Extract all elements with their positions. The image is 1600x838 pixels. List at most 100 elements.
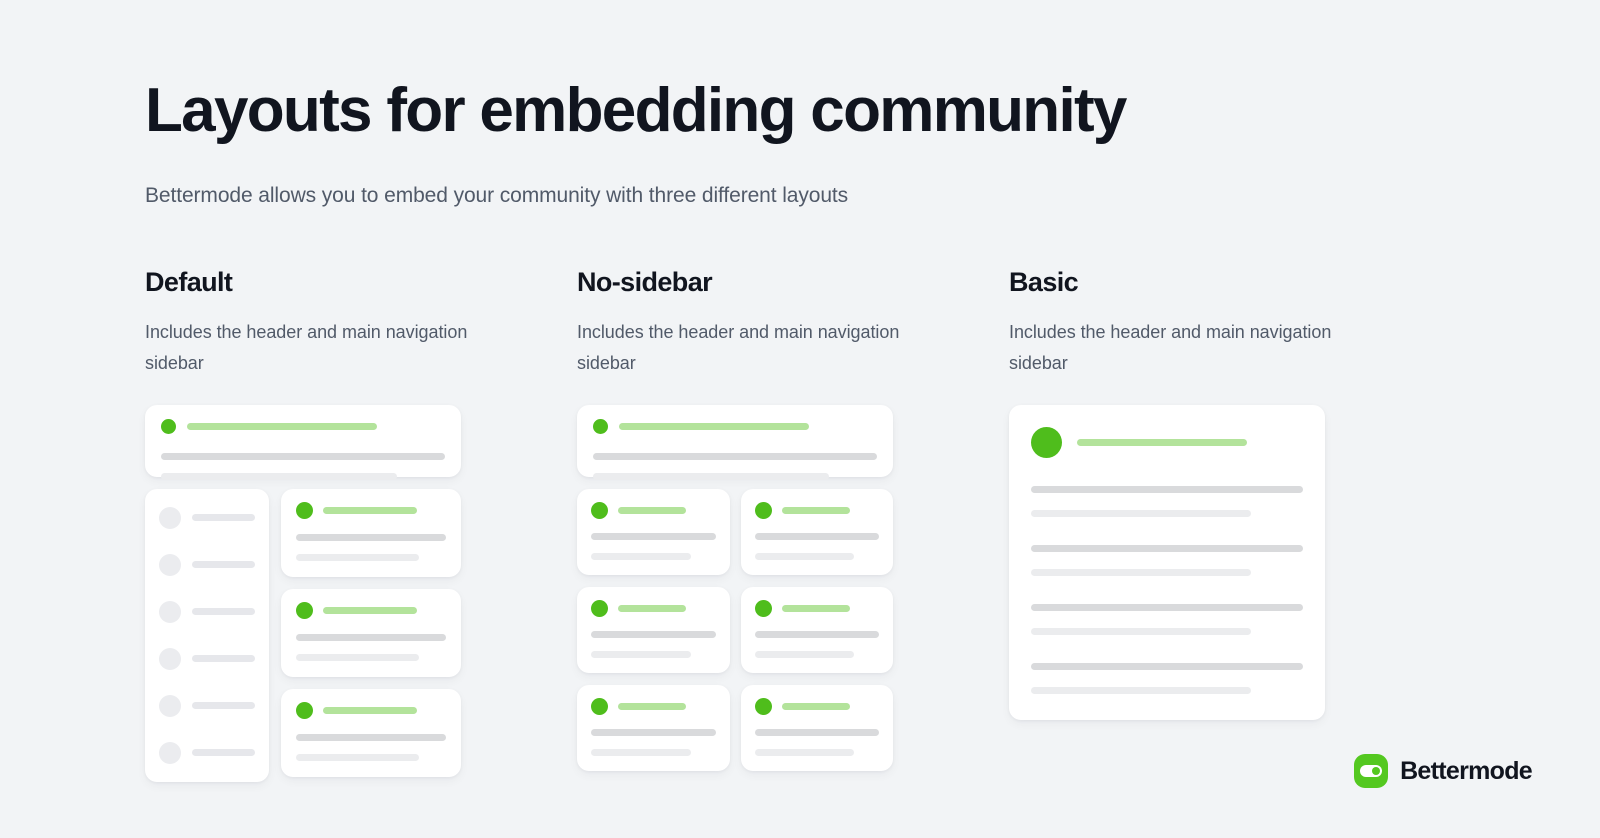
placeholder-line bbox=[1031, 627, 1252, 635]
post-title-bar bbox=[781, 702, 850, 710]
grid-post-card[interactable] bbox=[577, 586, 730, 673]
post-header bbox=[591, 501, 716, 519]
post-body-lines bbox=[296, 533, 446, 561]
placeholder-line bbox=[754, 552, 855, 560]
sidebar-nav-item[interactable] bbox=[159, 553, 255, 577]
avatar-dot-icon bbox=[593, 418, 608, 434]
feed-post-card[interactable] bbox=[281, 488, 461, 577]
placeholder-line bbox=[1031, 603, 1303, 611]
avatar-dot-icon bbox=[754, 599, 772, 617]
mockup-sidebar[interactable] bbox=[145, 488, 269, 782]
column-description-no-sidebar: Includes the header and main navigation … bbox=[577, 322, 900, 373]
placeholder-line bbox=[1031, 662, 1303, 670]
post-header bbox=[591, 697, 716, 715]
avatar-dot-icon bbox=[296, 701, 313, 719]
mockup-header-lines bbox=[161, 452, 445, 480]
sidebar-nav-item[interactable] bbox=[159, 647, 255, 671]
nav-icon bbox=[159, 553, 181, 576]
bettermode-toggle-logo-icon bbox=[1354, 754, 1389, 788]
placeholder-line bbox=[296, 633, 446, 641]
placeholder-line bbox=[591, 552, 691, 560]
mockup-no-sidebar[interactable] bbox=[577, 404, 893, 771]
placeholder-line bbox=[1031, 686, 1252, 694]
grid-post-card[interactable] bbox=[577, 684, 730, 771]
header-title-bar bbox=[619, 422, 809, 430]
placeholder-line bbox=[593, 452, 877, 460]
grid-post-card[interactable] bbox=[740, 586, 893, 673]
placeholder-line bbox=[296, 653, 419, 661]
post-title-bar bbox=[781, 604, 850, 612]
nav-label-bar bbox=[192, 514, 255, 522]
post-body-lines bbox=[591, 630, 716, 658]
grid-post-card[interactable] bbox=[740, 488, 893, 575]
placeholder-line bbox=[161, 472, 397, 480]
nav-label-bar bbox=[192, 749, 255, 757]
feed-post-card[interactable] bbox=[281, 688, 461, 777]
post-title-bar bbox=[323, 706, 417, 714]
mockup-header-card bbox=[577, 404, 893, 480]
post-title-bar bbox=[781, 506, 850, 514]
post-header bbox=[296, 601, 446, 619]
post-header bbox=[296, 701, 446, 719]
post-header bbox=[754, 501, 880, 519]
nav-label-bar bbox=[192, 702, 255, 710]
page-title: Layouts for embedding community bbox=[145, 76, 1127, 145]
placeholder-line bbox=[754, 532, 879, 540]
placeholder-line bbox=[591, 532, 716, 540]
feed-post-card[interactable] bbox=[281, 588, 461, 677]
placeholder-line bbox=[754, 630, 879, 638]
placeholder-line bbox=[161, 452, 445, 460]
post-header bbox=[754, 697, 880, 715]
layout-columns: Default Includes the header and main nav… bbox=[145, 267, 1600, 782]
avatar-dot-icon bbox=[754, 697, 772, 715]
basic-content-card[interactable] bbox=[1009, 404, 1325, 720]
nav-icon bbox=[159, 647, 181, 670]
nav-icon bbox=[159, 694, 181, 717]
placeholder-line bbox=[1031, 485, 1303, 493]
avatar-dot-icon bbox=[296, 501, 313, 519]
placeholder-line bbox=[591, 650, 691, 658]
placeholder-line bbox=[296, 733, 446, 741]
content-block bbox=[1031, 544, 1303, 576]
post-body-lines bbox=[754, 630, 879, 658]
avatar-dot-icon bbox=[591, 501, 608, 519]
layout-column-default: Default Includes the header and main nav… bbox=[145, 267, 577, 782]
mockup-header-card bbox=[145, 404, 461, 480]
post-header bbox=[591, 599, 716, 617]
mockup-body bbox=[145, 488, 461, 782]
post-body-lines bbox=[296, 633, 446, 661]
post-header bbox=[296, 501, 446, 519]
post-title-bar bbox=[323, 606, 417, 614]
page-subtitle: Bettermode allows you to embed your comm… bbox=[145, 183, 849, 207]
placeholder-line bbox=[1031, 544, 1303, 552]
avatar-dot-icon bbox=[296, 601, 313, 619]
sidebar-nav-item[interactable] bbox=[159, 741, 255, 765]
avatar-dot-icon bbox=[591, 599, 608, 617]
grid-post-card[interactable] bbox=[577, 488, 730, 575]
sidebar-nav-item[interactable] bbox=[159, 600, 255, 624]
nav-label-bar bbox=[192, 608, 255, 616]
post-body-lines bbox=[591, 728, 716, 756]
post-title-bar bbox=[618, 506, 686, 514]
placeholder-line bbox=[296, 753, 419, 761]
mockup-header-lines bbox=[593, 452, 877, 480]
avatar-dot-icon bbox=[1031, 426, 1062, 458]
post-title-bar bbox=[323, 506, 417, 514]
post-body-lines bbox=[754, 728, 879, 756]
post-title-bar bbox=[618, 604, 686, 612]
sidebar-nav-item[interactable] bbox=[159, 506, 255, 530]
content-block bbox=[1031, 662, 1303, 694]
basic-header-row bbox=[1031, 426, 1303, 458]
content-block bbox=[1031, 603, 1303, 635]
avatar-dot-icon bbox=[161, 418, 176, 434]
sidebar-nav-item[interactable] bbox=[159, 694, 255, 718]
placeholder-line bbox=[1031, 509, 1252, 517]
column-title-basic: Basic bbox=[1009, 267, 1079, 298]
grid-post-card[interactable] bbox=[740, 684, 893, 771]
mockup-basic[interactable] bbox=[1009, 404, 1325, 720]
toggle-knob bbox=[1372, 767, 1381, 775]
mockup-default[interactable] bbox=[145, 404, 461, 782]
nav-icon bbox=[159, 506, 181, 529]
post-body-lines bbox=[754, 532, 879, 560]
